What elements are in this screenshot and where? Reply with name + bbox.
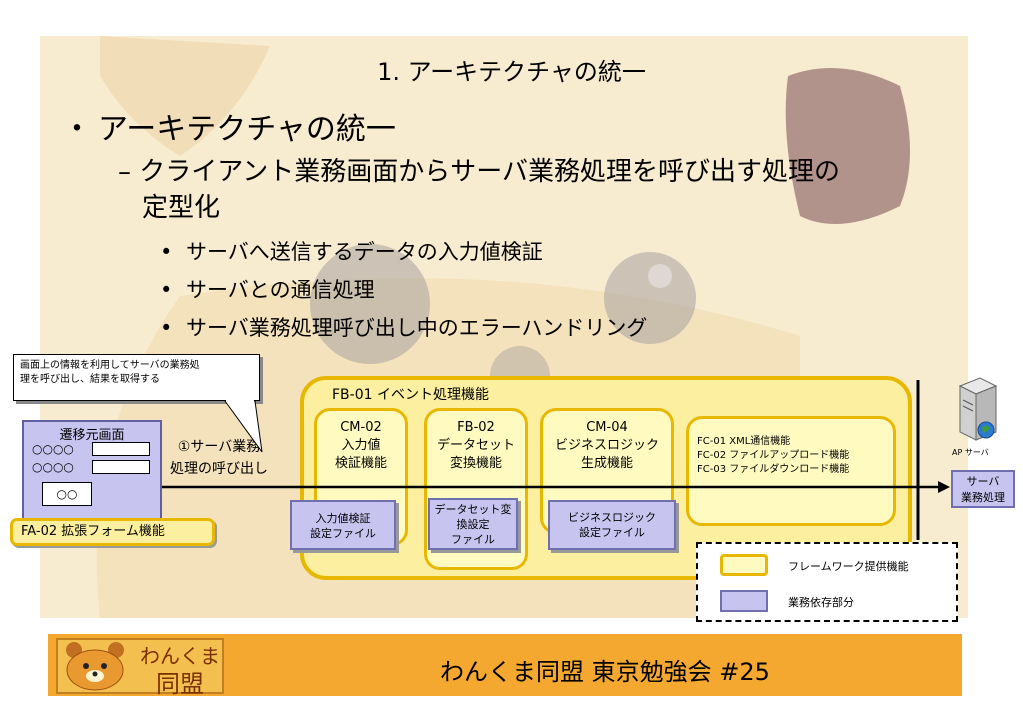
server-icon	[958, 377, 998, 441]
server-box-line2: 業務処理	[961, 491, 1005, 504]
bullet-level1-text: アーキテクチャの統一	[98, 112, 396, 147]
server-call-line2: 処理の呼び出し	[170, 461, 268, 477]
fc-item: FC-02 ファイルアップロード機能	[697, 450, 850, 461]
component-name-line1: 入力値	[341, 438, 381, 453]
bullet-level3-text: サーバとの通信処理	[186, 278, 375, 302]
bullet-dot: ・	[62, 112, 92, 147]
legend-framework-swatch	[720, 554, 768, 576]
logo-text-line2: 同盟	[156, 670, 204, 698]
fb01-label: FB-01 イベント処理機能	[332, 387, 489, 403]
component-fc-group: FC-01 XML通信機能 FC-02 ファイルアップロード機能 FC-03 フ…	[686, 416, 896, 526]
source-screen-title: 遷移元画面	[59, 428, 125, 443]
legend-framework-label: フレームワーク提供機能	[788, 560, 909, 573]
config-label-line1: データセット変	[434, 503, 512, 516]
footer-text: わんくま同盟 東京勉強会 #25	[440, 658, 770, 686]
callout-tail	[224, 400, 263, 453]
bullet-dash: –	[118, 157, 131, 187]
bullet-dot: •	[160, 278, 173, 302]
form-label: ○○○○	[32, 442, 74, 456]
component-name-line2: 生成機能	[580, 456, 633, 471]
legend-business-label: 業務依存部分	[788, 596, 854, 609]
component-id: CM-02	[340, 420, 382, 435]
form-input[interactable]	[92, 442, 150, 456]
bullet-level3-text: サーバ業務処理呼び出し中のエラーハンドリング	[186, 316, 648, 340]
form-label: ○○○○	[32, 460, 74, 474]
component-id: FB-02	[457, 420, 495, 435]
bear-logo-icon	[66, 642, 124, 691]
logo-text-line1: わんくま	[140, 644, 220, 668]
config-input-validation: 入力値検証 設定ファイル	[290, 500, 396, 550]
bullet-level1: ・アーキテクチャの統一	[62, 104, 396, 148]
fa02-extended-form: FA-02 拡張フォーム機能	[10, 518, 215, 546]
ap-server-label: AP サーバ	[952, 448, 989, 457]
fc-item: FC-01 XML通信機能	[697, 436, 791, 447]
bullet-level3-text: サーバへ送信するデータの入力値検証	[186, 240, 543, 264]
server-business-process: サーバ 業務処理	[951, 470, 1015, 508]
config-label-line3: ファイル	[451, 533, 495, 546]
config-label-line2: 設定ファイル	[579, 526, 645, 539]
component-name-line1: ビジネスロジック	[554, 438, 659, 453]
wankuma-logo	[56, 638, 224, 694]
component-name-line2: 変換機能	[449, 456, 502, 471]
page-title: 1. アーキテクチャの統一	[377, 58, 646, 86]
legend-business-swatch	[720, 590, 768, 612]
config-dataset-conversion: データセット変 換設定 ファイル	[428, 498, 518, 550]
config-label-line2: 設定ファイル	[310, 527, 376, 540]
bullet-level2-line1: クライアント業務画面からサーバ業務処理を呼び出す処理の	[139, 157, 840, 187]
callout-line1: 画面上の情報を利用してサーバの業務処	[20, 360, 200, 371]
component-id: CM-04	[586, 420, 628, 435]
legend: フレームワーク提供機能 業務依存部分	[696, 542, 958, 622]
fc-item: FC-03 ファイルダウンロード機能	[697, 464, 850, 475]
server-box-line1: サーバ	[966, 475, 1000, 488]
server-call-line1: ①サーバ業務	[177, 439, 261, 455]
bullet-level3-item: • サーバへ送信するデータの入力値検証	[160, 236, 543, 266]
callout-box: 画面上の情報を利用してサーバの業務処 理を呼び出し、結果を取得する	[13, 354, 260, 401]
form-button[interactable]: ○○	[42, 482, 92, 506]
form-input[interactable]	[92, 460, 150, 474]
component-name-line2: 検証機能	[334, 456, 387, 471]
component-name-line1: データセット	[436, 438, 515, 453]
bullet-dot: •	[160, 316, 173, 340]
bullet-level2: – クライアント業務画面からサーバ業務処理を呼び出す処理の 定型化	[118, 154, 840, 226]
callout-line2: 理を呼び出し、結果を取得する	[20, 374, 160, 385]
config-label-line2: 換設定	[456, 518, 490, 531]
server-call-label: ①サーバ業務 処理の呼び出し	[170, 436, 268, 480]
bullet-level3-item: • サーバ業務処理呼び出し中のエラーハンドリング	[160, 312, 647, 342]
config-label-line1: 入力値検証	[315, 512, 371, 525]
bullet-level3-item: • サーバとの通信処理	[160, 274, 375, 304]
config-label-line1: ビジネスロジック	[568, 511, 656, 524]
bullet-dot: •	[160, 240, 173, 264]
config-business-logic: ビジネスロジック 設定ファイル	[548, 500, 676, 550]
bullet-level2-line2: 定型化	[142, 193, 221, 223]
arrow-head-icon	[938, 481, 950, 493]
